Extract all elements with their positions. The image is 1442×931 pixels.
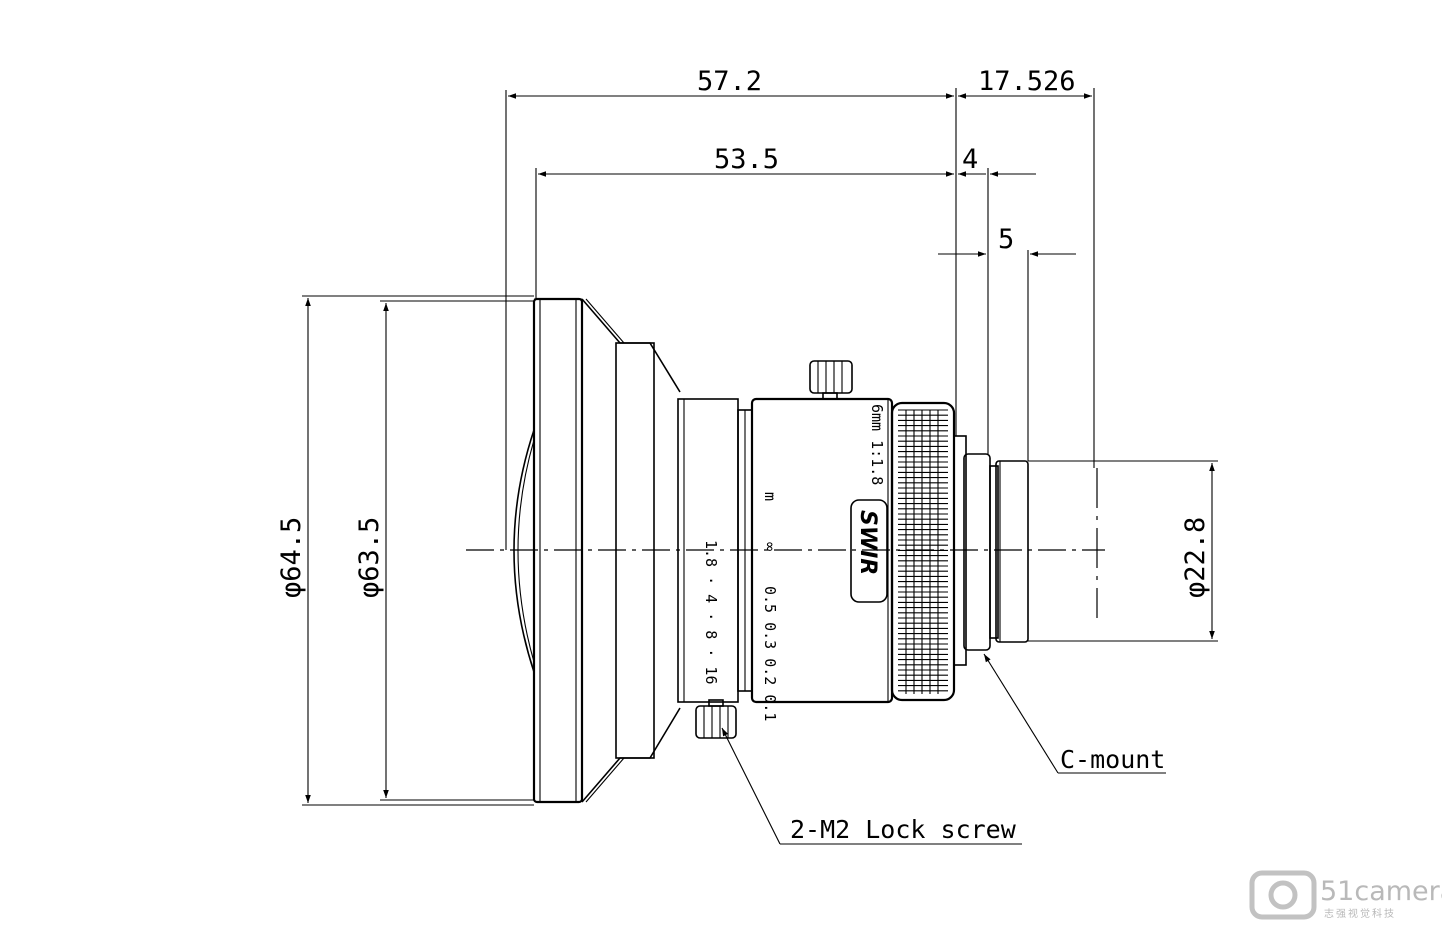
- callouts: C-mount 2-M2 Lock screw: [721, 653, 1166, 845]
- aperture-scale-text: 1.8 · 4 · 8 · 16: [702, 540, 720, 685]
- distance-unit-text: m: [761, 492, 779, 501]
- dim-overall-length: 57.2: [697, 66, 762, 97]
- dim-body-length: 53.5: [714, 144, 779, 175]
- callout-lock-screw: 2-M2 Lock screw: [790, 815, 1017, 844]
- lock-screw-bottom: [695, 699, 737, 739]
- front-glass: [513, 429, 535, 673]
- watermark-tagline: 志强视觉科技: [1324, 907, 1396, 920]
- mount-ring-3: [989, 465, 999, 639]
- lock-screw-top: [809, 360, 853, 400]
- swir-badge-text: SWIR: [855, 510, 880, 575]
- watermark-brand: 51camera: [1320, 876, 1442, 907]
- watermark: 51camera 志强视觉科技: [1249, 870, 1442, 920]
- lens-markings: 6mm 1:1.8 m ∞ 0.5 0.3 0.2 0.1 1.8 · 4 · …: [702, 404, 886, 721]
- watermark-logo-icon: [1249, 870, 1317, 920]
- callout-c-mount: C-mount: [1060, 745, 1165, 774]
- dim-flange-a: 4: [962, 144, 978, 175]
- dim-front-inner-diameter: φ63.5: [354, 517, 385, 598]
- mount-ring-2: [963, 453, 991, 651]
- lens-body: [513, 297, 1029, 804]
- mount-thread: [995, 460, 1029, 643]
- infinity-mark: ∞: [761, 542, 779, 551]
- dim-front-outer-diameter: φ64.5: [276, 517, 307, 598]
- dim-flange-b: 5: [998, 224, 1014, 255]
- knurled-ring: [890, 401, 956, 702]
- dim-rear-extension: 17.526: [978, 66, 1076, 97]
- dim-mount-diameter: φ22.8: [1180, 517, 1211, 598]
- focal-spec-text: 6mm 1:1.8: [868, 404, 886, 485]
- swir-badge-frame: [850, 499, 888, 603]
- distance-scale-text: 0.5 0.3 0.2 0.1: [761, 586, 779, 721]
- dimension-lines: 57.2 17.526 53.5 4 5 φ64.5 φ63.5 φ22.8: [276, 66, 1218, 806]
